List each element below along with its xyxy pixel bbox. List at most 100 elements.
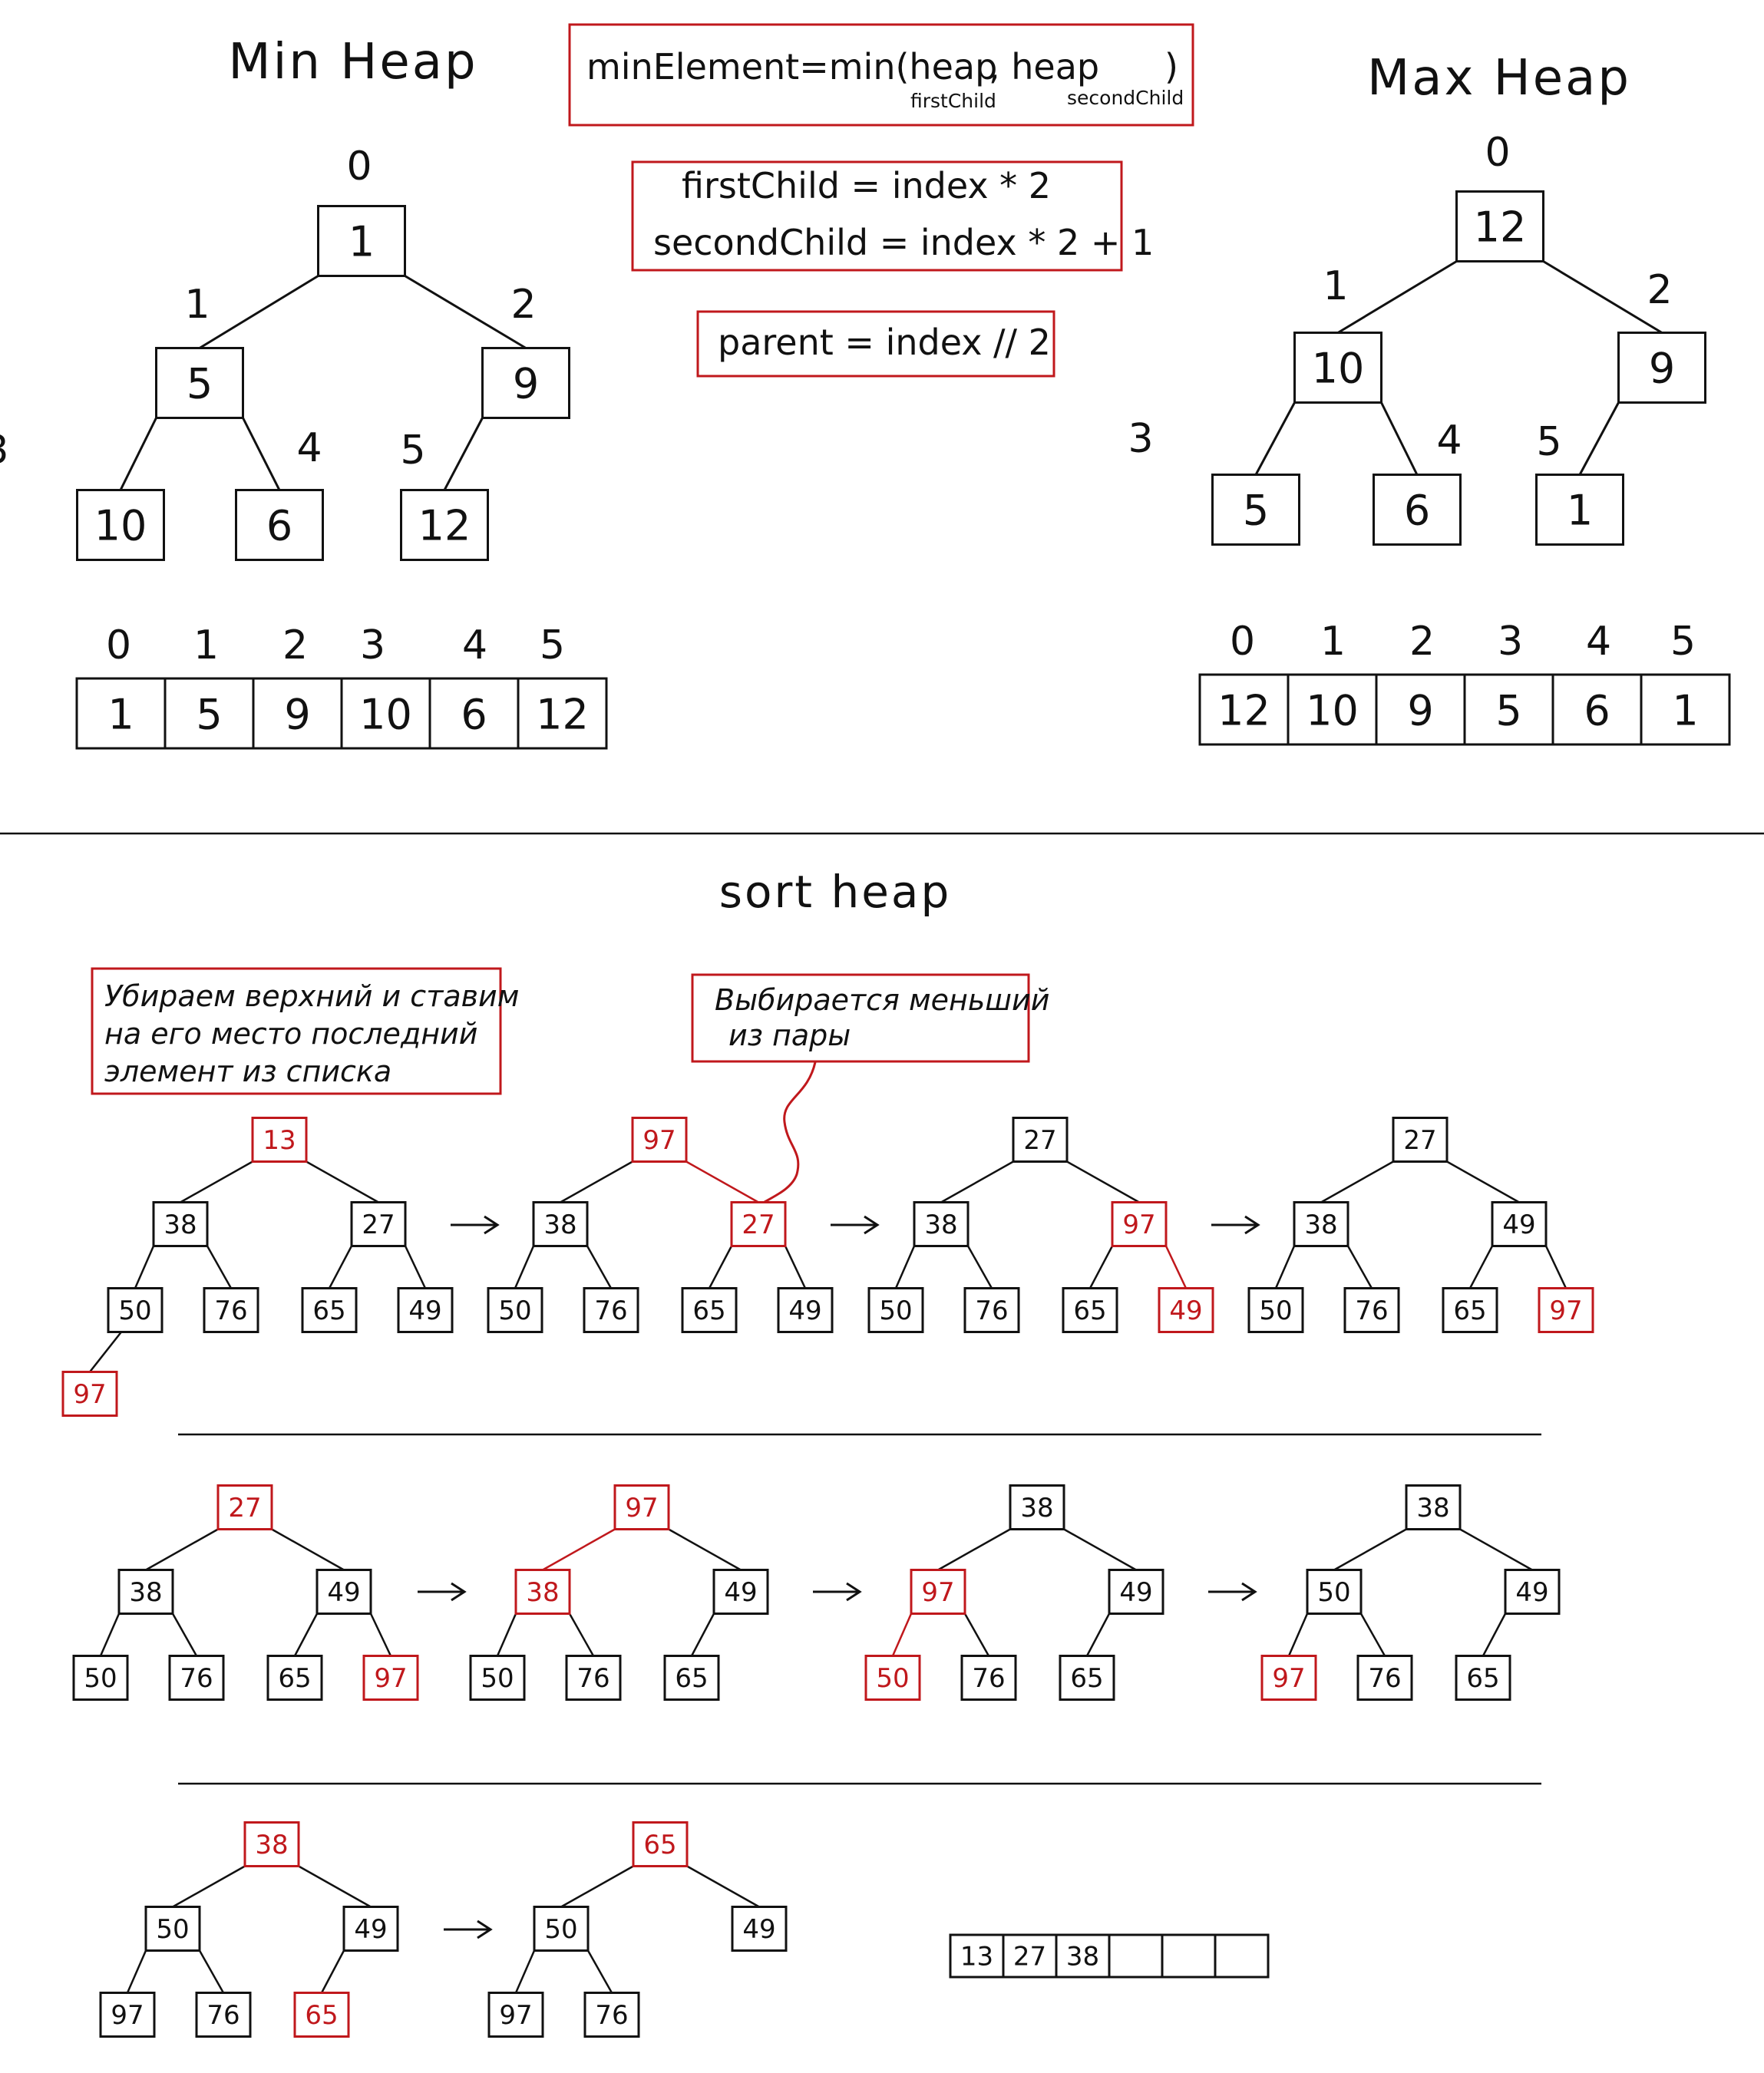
array-index: 2 [1409, 619, 1435, 665]
heap-title: Min Heap [228, 34, 477, 91]
sort-node-box [99, 1992, 156, 2038]
sort-node-label: 50 [118, 1296, 151, 1326]
sort-node-label: 50 [879, 1296, 912, 1326]
sort-node-label: 97 [1272, 1663, 1305, 1694]
sort-node-label: 38 [543, 1210, 576, 1240]
sort-node-label: 97 [1549, 1296, 1582, 1326]
sort-node-box [1247, 1287, 1304, 1333]
array-cell [252, 677, 343, 750]
sort-node-label: 76 [594, 1296, 627, 1326]
sort-node-label: 38 [255, 1830, 288, 1860]
array-value: 10 [359, 691, 412, 739]
sort-node-box [1356, 1655, 1413, 1701]
tree-edge [404, 1245, 427, 1289]
tree-edge [1446, 1160, 1520, 1203]
array-cell [1551, 673, 1643, 746]
sort-node-label: 65 [643, 1830, 676, 1860]
array-cell [75, 677, 167, 750]
sort-node-box [1538, 1287, 1594, 1333]
sort-node-box [469, 1655, 526, 1701]
tree-edge [1337, 260, 1458, 334]
sort-node-label: 49 [742, 1914, 775, 1945]
sort-node-label: 38 [1416, 1493, 1449, 1523]
heap-node-label: 6 [1404, 486, 1430, 534]
tree-edge [1578, 401, 1620, 476]
array-cell [1375, 673, 1466, 746]
array-index: 3 [1498, 619, 1523, 665]
sort-node-box [144, 1906, 201, 1952]
tree-edge [1063, 1528, 1137, 1571]
tree-edge [404, 275, 527, 349]
tree-edge [668, 1528, 742, 1571]
sort-node-box [730, 1201, 787, 1247]
sorted-array-cell [1214, 1933, 1270, 1979]
sorted-array-value: 27 [1013, 1942, 1046, 1972]
tree-edge [1359, 1613, 1386, 1657]
heap-node-box [317, 205, 406, 277]
tree-edge [685, 1160, 759, 1203]
tree-edge [586, 1245, 613, 1289]
sort-node-label: 50 [1259, 1296, 1292, 1326]
array-value: 10 [1306, 687, 1359, 735]
tree-edge [1468, 1245, 1494, 1289]
min-element-second-term: , heap [989, 46, 1099, 87]
heap-node-label: 9 [513, 359, 539, 408]
tree-edge [1542, 260, 1663, 334]
tree-edge [369, 1613, 392, 1657]
heap-index-label: 1 [1323, 263, 1348, 309]
heap-index-label: 2 [1647, 267, 1672, 313]
array-value: 1 [1672, 687, 1698, 735]
sort-node-box [963, 1287, 1020, 1333]
remove-top-note-box [91, 967, 502, 1095]
first-child-formula: firstChild = index * 2 [682, 165, 1051, 206]
tree-edge [206, 1245, 233, 1289]
remove-top-note-line: элемент из списка [104, 1055, 391, 1088]
tree-edge [119, 417, 157, 491]
sort-node-box [1260, 1655, 1317, 1701]
heap-node-box [1455, 190, 1544, 262]
sort-node-label: 97 [1122, 1210, 1155, 1240]
tree-edge [180, 1160, 253, 1203]
sort-node-label: 13 [263, 1125, 296, 1156]
heap-node-label: 10 [94, 501, 147, 550]
sort-node-label: 38 [1304, 1210, 1337, 1240]
array-value: 9 [1407, 687, 1433, 735]
array-value: 12 [1217, 687, 1270, 735]
tree-edge [1274, 1246, 1296, 1289]
sort-node-label: 65 [278, 1663, 311, 1694]
sort-node-label: 50 [156, 1914, 189, 1945]
heap-node-box [76, 489, 165, 561]
second-child-formula: secondChild = index * 2 + 1 [653, 222, 1154, 263]
sort-heap-title: sort heap [719, 866, 952, 918]
tree-edge [686, 1865, 760, 1908]
min-heap-tree: Min Heap1051921036412510519210364125 [0, 34, 608, 750]
tree-edge [320, 1949, 345, 1994]
tree-edge [1459, 1528, 1533, 1571]
sort-node-label: 27 [228, 1493, 261, 1523]
sort-node-label: 38 [129, 1577, 162, 1608]
tree-edge [560, 1160, 633, 1203]
tree-edge [443, 417, 484, 491]
sort-node-label: 50 [84, 1663, 117, 1694]
heap-node-label: 5 [187, 359, 213, 408]
tree-edge [328, 1245, 353, 1289]
tree-edge [1320, 1160, 1394, 1203]
sort-node-label: 65 [1466, 1663, 1499, 1694]
sort-node-label: 50 [498, 1296, 531, 1326]
tree-edge [542, 1528, 616, 1571]
step-arrow-head [1241, 1582, 1257, 1602]
sort-node-box [632, 1821, 689, 1867]
sort-node-label: 76 [1355, 1296, 1388, 1326]
tree-edge [963, 1613, 990, 1657]
sort-node-box [251, 1117, 308, 1163]
step-arrow-head [1244, 1215, 1260, 1235]
sort-node-box [168, 1655, 225, 1701]
sort-node-box [301, 1287, 358, 1333]
sort-node-box [350, 1201, 407, 1247]
array-index: 1 [193, 622, 219, 668]
sort-node-label: 76 [180, 1663, 213, 1694]
heap-index-label: 0 [346, 144, 372, 190]
heap-node-box [1617, 332, 1706, 404]
